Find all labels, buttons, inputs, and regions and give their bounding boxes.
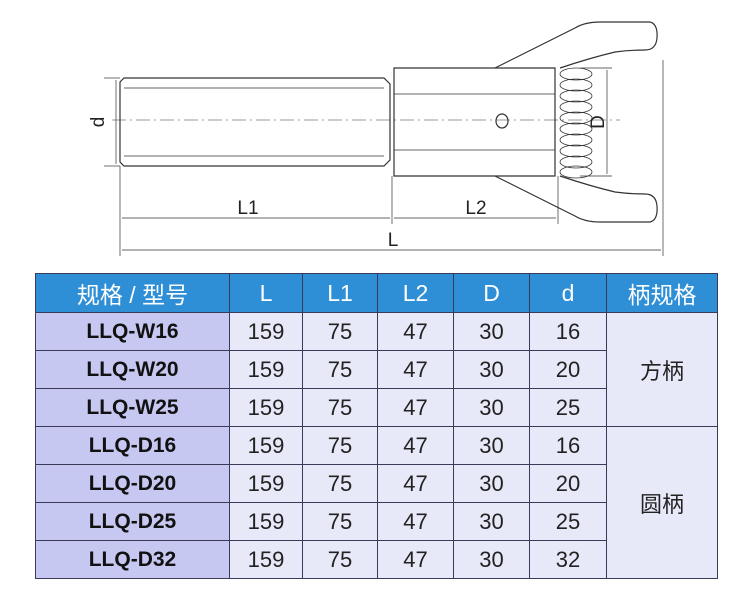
cell-D: 30 [453, 540, 530, 579]
shank [119, 77, 391, 167]
header-shank: 柄规格 [606, 273, 718, 313]
fork-arm-bottom [494, 175, 658, 223]
cell-L1: 75 [302, 312, 378, 351]
cell-model: LLQ-D25 [35, 502, 230, 541]
cell-model: LLQ-W16 [35, 312, 230, 351]
cell-L2: 47 [377, 540, 454, 579]
table-header-row: 规格 / 型号 L L1 L2 D d 柄规格 [35, 273, 718, 313]
cell-D: 30 [453, 502, 530, 541]
cell-d: 16 [529, 426, 607, 465]
header-d: d [529, 273, 607, 313]
cell-d: 32 [529, 540, 607, 579]
cell-L: 159 [229, 426, 303, 465]
dim-label-d: d [88, 117, 109, 128]
cell-L1: 75 [302, 388, 378, 427]
cell-L: 159 [229, 502, 303, 541]
header-L2: L2 [377, 273, 454, 313]
cell-L2: 47 [377, 312, 454, 351]
cell-L2: 47 [377, 502, 454, 541]
cell-model: LLQ-D20 [35, 464, 230, 503]
cell-D: 30 [453, 312, 530, 351]
header-model: 规格 / 型号 [35, 273, 230, 313]
cell-d: 20 [529, 350, 607, 389]
cell-D: 30 [453, 464, 530, 503]
technical-drawing: d D L1 L2 L [88, 21, 664, 256]
cell-L2: 47 [377, 464, 454, 503]
dim-label-D: D [588, 115, 609, 129]
header-D: D [453, 273, 530, 313]
header-L1: L1 [302, 273, 378, 313]
cross-hole [495, 113, 509, 129]
cell-L2: 47 [377, 350, 454, 389]
cell-L: 159 [229, 350, 303, 389]
cell-L2: 47 [377, 388, 454, 427]
cell-D: 30 [453, 350, 530, 389]
cell-d: 20 [529, 464, 607, 503]
fork-arm-top [494, 21, 658, 69]
cell-L1: 75 [302, 540, 378, 579]
dim-label-L1: L1 [237, 198, 258, 219]
cell-L1: 75 [302, 350, 378, 389]
cell-L1: 75 [302, 426, 378, 465]
dim-label-L2: L2 [465, 198, 486, 219]
cell-D: 30 [453, 388, 530, 427]
cell-L: 159 [229, 464, 303, 503]
cell-L: 159 [229, 388, 303, 427]
cell-L1: 75 [302, 502, 378, 541]
cell-d: 25 [529, 388, 607, 427]
cell-L: 159 [229, 540, 303, 579]
cell-d: 16 [529, 312, 607, 351]
cell-L: 159 [229, 312, 303, 351]
dimension-lines [104, 60, 664, 256]
cell-L2: 47 [377, 426, 454, 465]
cell-model: LLQ-D16 [35, 426, 230, 465]
cell-model: LLQ-W20 [35, 350, 230, 389]
cell-shank-round: 圆柄 [606, 426, 718, 579]
header-L: L [229, 273, 303, 313]
cell-model: LLQ-D32 [35, 540, 230, 579]
dim-label-L: L [388, 230, 399, 251]
cell-model: LLQ-W25 [35, 388, 230, 427]
cell-d: 25 [529, 502, 607, 541]
socket-body [393, 67, 556, 177]
knurl [559, 67, 593, 179]
cell-shank-square: 方柄 [606, 312, 718, 427]
cell-D: 30 [453, 426, 530, 465]
cell-L1: 75 [302, 464, 378, 503]
